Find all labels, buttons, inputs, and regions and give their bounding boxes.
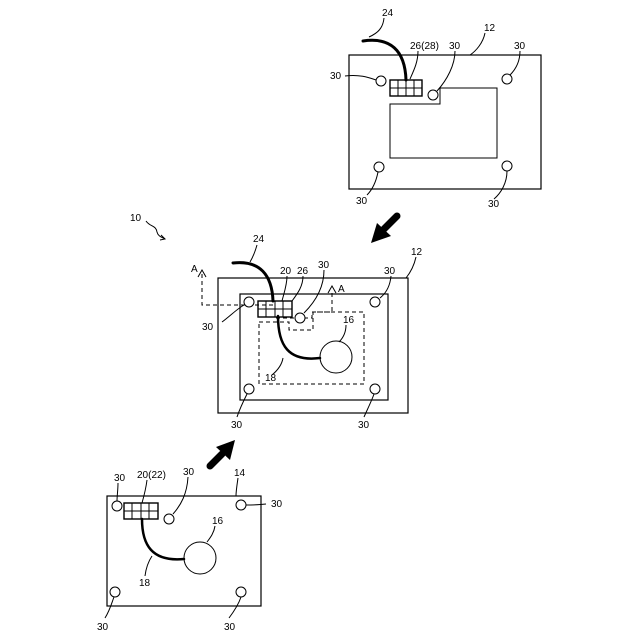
middle-hole — [244, 297, 254, 307]
label-plate-14: 14 — [234, 468, 246, 479]
bottom-unit: 30 20(22) 30 14 30 16 18 30 30 — [97, 467, 283, 633]
label-hole-30: 30 — [384, 266, 396, 277]
top-hole — [376, 76, 386, 86]
label-hole-30: 30 — [488, 199, 500, 210]
leader — [236, 478, 238, 496]
figure-number: 10 — [130, 213, 165, 240]
bottom-hole — [110, 587, 120, 597]
label-component-16: 16 — [343, 315, 355, 326]
bottom-component — [184, 542, 216, 574]
label-fig-10: 10 — [130, 213, 142, 224]
label-hole-30: 30 — [183, 467, 195, 478]
middle-component — [320, 341, 352, 373]
label-plate-12: 12 — [411, 247, 423, 258]
leader — [470, 33, 485, 55]
label-section-a: A — [191, 264, 198, 275]
label-plate-12: 12 — [484, 23, 496, 34]
assembly-arrow-up-right — [210, 440, 235, 466]
leader — [369, 18, 384, 37]
middle-hole — [370, 384, 380, 394]
label-cable-24: 24 — [253, 234, 265, 245]
top-hole — [502, 74, 512, 84]
label-hole-30: 30 — [330, 71, 342, 82]
label-hole-30: 30 — [97, 622, 109, 633]
assembly-arrow-down-left — [371, 216, 397, 243]
middle-hole — [295, 313, 305, 323]
label-cable-18: 18 — [265, 373, 277, 384]
label-connector-26: 26 — [297, 266, 309, 277]
label-hole-30: 30 — [358, 420, 370, 431]
label-connector-26-28: 26(28) — [410, 41, 439, 52]
top-hole — [502, 161, 512, 171]
label-component-16: 16 — [212, 516, 224, 527]
label-hole-30: 30 — [318, 260, 330, 271]
top-hole — [428, 90, 438, 100]
label-connector-20: 20 — [280, 266, 292, 277]
top-hole — [374, 162, 384, 172]
label-hole-30: 30 — [202, 322, 214, 333]
label-section-a: A — [338, 284, 345, 295]
label-hole-30: 30 — [231, 420, 243, 431]
label-cable-18: 18 — [139, 578, 151, 589]
label-hole-30: 30 — [356, 196, 368, 207]
middle-hole — [244, 384, 254, 394]
label-hole-30: 30 — [114, 473, 126, 484]
label-hole-30: 30 — [224, 622, 236, 633]
bottom-hole — [236, 587, 246, 597]
label-hole-30: 30 — [449, 41, 461, 52]
label-hole-30: 30 — [271, 499, 283, 510]
bottom-hole — [164, 514, 174, 524]
label-hole-30: 30 — [514, 41, 526, 52]
leader — [250, 245, 257, 262]
label-cable-24: 24 — [382, 8, 394, 19]
middle-hole — [370, 297, 380, 307]
leader — [406, 257, 416, 278]
middle-unit: 24 20 26 30 30 12 A A 30 16 18 30 30 — [191, 234, 423, 431]
bottom-hole — [236, 500, 246, 510]
top-unit: 24 26(28) 30 12 30 30 30 30 — [330, 8, 541, 210]
bottom-hole — [112, 501, 122, 511]
label-connector-20-22: 20(22) — [137, 470, 166, 481]
